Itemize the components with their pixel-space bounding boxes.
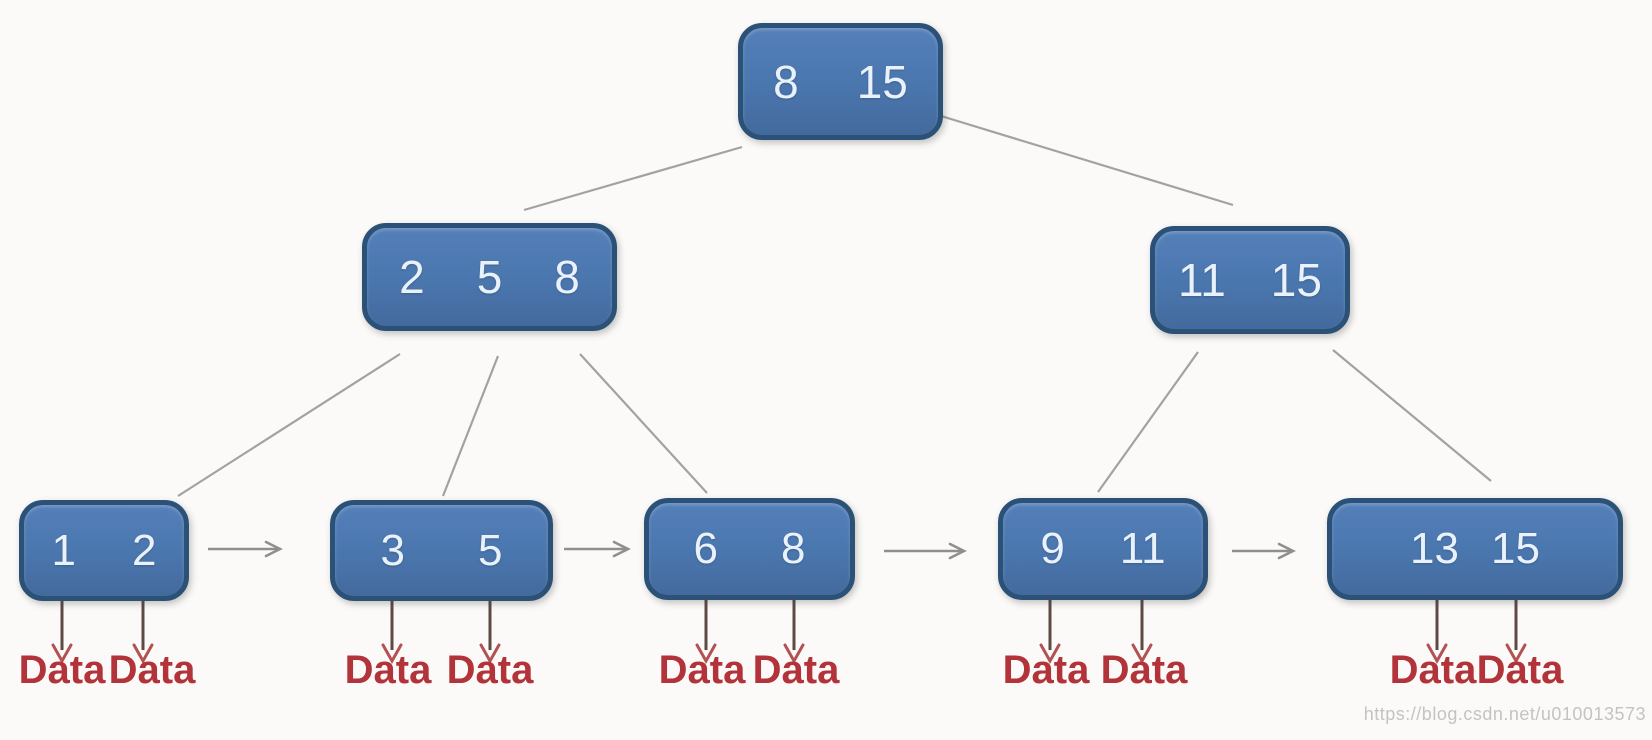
- data-record-label: Data: [1389, 648, 1477, 692]
- node-key: 3: [380, 525, 405, 575]
- leaf-link-arrow-3-4: [884, 542, 967, 560]
- edge-root-internal-right: [940, 114, 1234, 207]
- node-root: 8 15: [738, 23, 943, 140]
- node-key: 2: [132, 525, 157, 575]
- node-leaf-2: 3 5: [330, 500, 553, 601]
- data-record-label: Data: [1002, 648, 1090, 692]
- node-leaf-4: 9 11: [998, 498, 1208, 600]
- node-key: 1: [51, 525, 76, 575]
- node-key: 11: [1178, 254, 1226, 306]
- leaf-link-arrow-4-5: [1232, 542, 1296, 560]
- edge-internal-left-leaf-3: [579, 353, 708, 494]
- edge-internal-left-leaf-1: [177, 353, 401, 497]
- leaf-link-arrow-1-2: [208, 540, 283, 558]
- edge-internal-right-leaf-4: [1097, 351, 1199, 493]
- leaf-link-arrow-2-3: [564, 540, 631, 558]
- node-key: 15: [856, 55, 908, 108]
- data-record-label: Data: [658, 648, 746, 692]
- data-record-label: Data: [1100, 648, 1188, 692]
- node-key: 6: [693, 524, 718, 573]
- node-key: 13: [1410, 524, 1459, 573]
- data-record-label: Data: [1476, 648, 1564, 692]
- node-leaf-5: 13 15: [1327, 498, 1623, 600]
- watermark-url: https://blog.csdn.net/u010013573: [1363, 704, 1646, 724]
- node-key: 5: [476, 251, 503, 303]
- data-record-label: Data: [446, 648, 534, 692]
- node-leaf-3: 6 8: [644, 498, 855, 600]
- data-record-label: Data: [108, 648, 196, 692]
- edge-internal-right-leaf-5: [1332, 349, 1492, 482]
- node-key: 15: [1270, 254, 1322, 306]
- edge-internal-left-leaf-2: [441, 355, 500, 497]
- node-key: 8: [781, 524, 806, 573]
- node-key: 8: [554, 251, 580, 303]
- node-key: 2: [399, 251, 425, 303]
- data-record-label: Data: [344, 648, 432, 692]
- data-record-label: Data: [18, 648, 106, 692]
- node-key: 15: [1491, 524, 1540, 573]
- node-internal-left: 2 5 8: [362, 223, 617, 331]
- node-key: 5: [478, 525, 503, 575]
- node-leaf-1: 1 2: [19, 500, 189, 601]
- node-key: 8: [773, 55, 799, 108]
- node-key: 9: [1040, 524, 1065, 573]
- edge-root-internal-left: [523, 145, 743, 212]
- node-internal-right: 11 15: [1150, 226, 1350, 334]
- node-key: 11: [1119, 524, 1166, 573]
- data-record-label: Data: [752, 648, 840, 692]
